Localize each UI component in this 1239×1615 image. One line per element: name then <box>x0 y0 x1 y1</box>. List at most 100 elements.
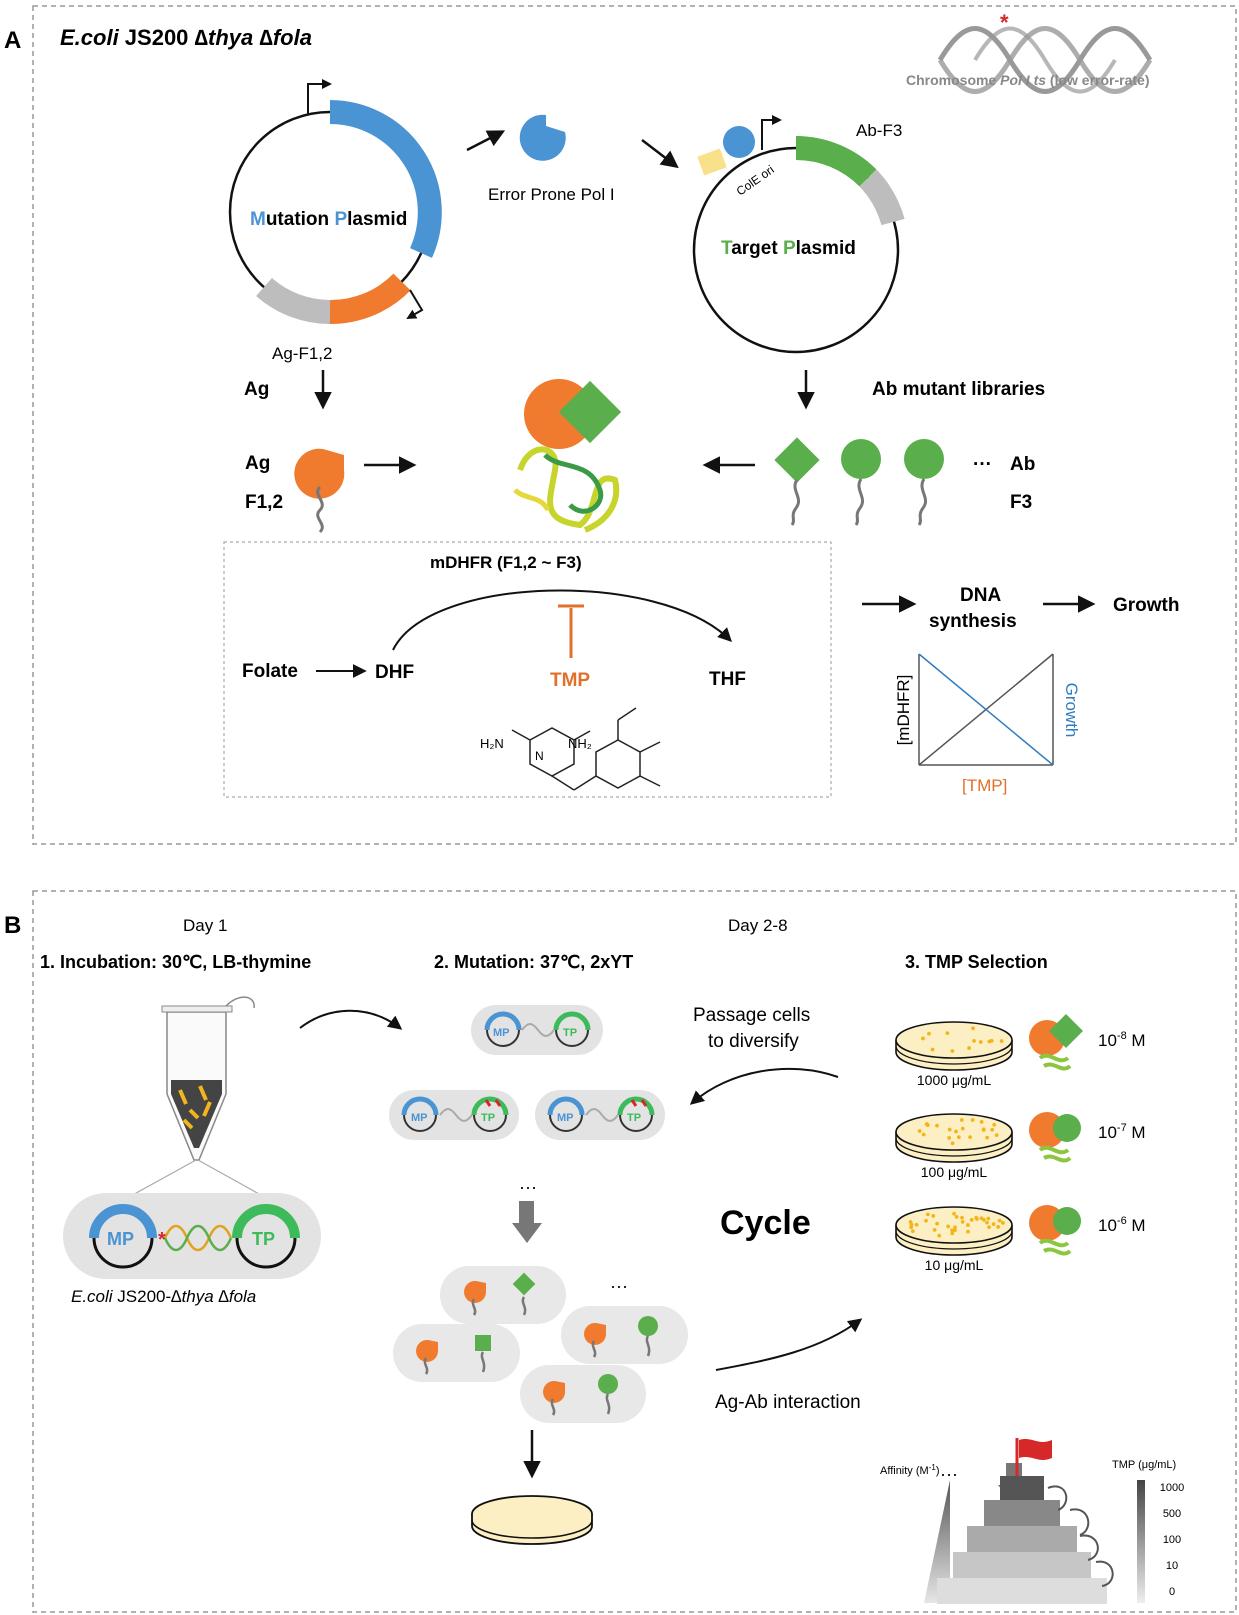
expression-cell-2 <box>393 1324 520 1382</box>
step3-label: 3. TMP Selection <box>905 952 1048 972</box>
selection-pyramid <box>937 1476 1114 1604</box>
tmp-scale-label: TMP (μg/mL) <box>1112 1459 1176 1471</box>
tmp-plate-2 <box>895 1113 1013 1163</box>
plate-complex-icon <box>1029 1205 1081 1256</box>
tmp-response-graph <box>918 653 1054 766</box>
mutation-ellipsis: ··· <box>519 1177 537 1197</box>
plate-complex-icon <box>1029 1112 1081 1163</box>
affinity-label: Affinity (M-1) <box>880 1463 940 1477</box>
tmp-scale-tick: 500 <box>1163 1508 1181 1520</box>
step2-label: 2. Mutation: 37℃, 2xYT <box>434 952 633 972</box>
expression-cell-4 <box>520 1365 646 1423</box>
ag-gene-label: Ag-F1,2 <box>272 344 332 363</box>
plate-concentration-label: 100 μg/mL <box>921 1164 988 1180</box>
ab-variant-round-icon-1 <box>841 439 881 526</box>
plate-complex-icon <box>1029 1014 1083 1071</box>
big-target-plasmid-icon <box>232 1204 300 1269</box>
arrow-to-target <box>641 139 679 169</box>
expression-ellipsis: ··· <box>610 1276 628 1296</box>
passage-label-1: Passage cells <box>693 1005 810 1026</box>
affinity-gradient-triangle <box>924 1480 950 1603</box>
conversion-curve-arrow <box>392 589 732 651</box>
cell-mid-left-mp: MP <box>411 1112 428 1124</box>
flag-icon <box>1019 1439 1052 1460</box>
cell-mid-right-mp: MP <box>557 1112 574 1124</box>
dna-synthesis-label-2: synthesis <box>929 611 1017 632</box>
arrow-to-polymerase <box>466 130 506 152</box>
cell-mid-right <box>535 1090 665 1140</box>
target-plasmid-label: Target Plasmid <box>721 238 856 259</box>
tmp-scale-tick: 10 <box>1166 1560 1178 1572</box>
growth-label: Growth <box>1113 595 1180 616</box>
ab-variant-diamond-icon <box>774 437 820 526</box>
tmp-label: TMP <box>550 670 590 691</box>
ab-fragment-label-top: Ab <box>1010 454 1035 475</box>
ag-fragment-label-bottom: F1,2 <box>245 492 283 513</box>
tmp-plate-1 <box>895 1021 1013 1071</box>
big-mp-label: MP <box>107 1229 134 1249</box>
ab-fragment-label-bottom: F3 <box>1010 492 1032 513</box>
thf-label: THF <box>709 669 746 690</box>
ring-n-label: N <box>535 749 544 763</box>
graph-y-right-label: Growth <box>1062 683 1081 738</box>
chromosome-mini-icon <box>163 1224 233 1252</box>
big-tp-label: TP <box>252 1229 275 1249</box>
mutation-plasmid <box>228 79 442 325</box>
interaction-arrow <box>715 1318 863 1371</box>
h2n-label: H₂N <box>480 736 504 751</box>
plate-kd-label: 10-6 M <box>1098 1215 1146 1235</box>
cell-mid-left-tp: TP <box>481 1112 495 1124</box>
cell-mid-right-tp: TP <box>627 1112 641 1124</box>
ag-fragment-icon <box>294 448 345 534</box>
target-plasmid <box>692 115 905 354</box>
big-mutation-plasmid-icon <box>89 1204 157 1269</box>
passage-label-2: to diversify <box>708 1031 799 1052</box>
ag-ab-interaction-label: Ag-Ab interaction <box>715 1392 861 1413</box>
day2-8-label: Day 2-8 <box>728 916 788 935</box>
strain-title: E.coli JS200 ∆thya ∆fola <box>60 25 312 50</box>
expression-cell-1 <box>440 1266 566 1324</box>
tmp-scale-tick: 0 <box>1169 1586 1175 1598</box>
panel-a-frame <box>32 5 1237 845</box>
plates-ellipsis: ··· <box>940 1464 958 1484</box>
eppendorf-tube-icon <box>161 996 255 1161</box>
ab-libraries-label: Ab mutant libraries <box>872 379 1045 400</box>
ab-gene-label: Ab-F3 <box>856 121 902 140</box>
cell-top-tp: TP <box>563 1027 577 1039</box>
panel-a-letter: A <box>4 27 21 54</box>
plate-concentration-label: 1000 μg/mL <box>917 1072 991 1088</box>
ab-ellipsis: ··· <box>973 454 992 475</box>
step1-label: 1. Incubation: 30℃, LB-thymine <box>40 952 311 972</box>
tmp-plate-3 <box>895 1206 1013 1256</box>
panel-b-letter: B <box>4 912 21 939</box>
final-plate-icon <box>471 1495 593 1545</box>
mdhfr-box <box>223 541 832 798</box>
down-arrow-gray-1 <box>512 1201 542 1243</box>
mutation-plasmid-label: Mutation Plasmid <box>250 209 407 230</box>
expression-cell-3 <box>561 1306 688 1364</box>
plate-kd-label: 10-8 M <box>1098 1030 1146 1050</box>
cycle-label: Cycle <box>720 1204 811 1242</box>
trimethoprim-structure-icon <box>511 707 661 791</box>
folate-label: Folate <box>242 661 298 682</box>
cell-mid-left <box>389 1090 519 1140</box>
mdhfr-title: mDHFR (F1,2 ~ F3) <box>430 553 582 572</box>
plate-kd-label: 10-7 M <box>1098 1122 1146 1142</box>
arrow-to-mutation <box>299 1009 403 1030</box>
ab-variant-round-icon-2 <box>904 439 944 526</box>
day1-label: Day 1 <box>183 916 227 935</box>
mutation-star-icon: * <box>1000 10 1009 35</box>
graph-y-left-label: [mDHFR] <box>894 675 913 746</box>
chromosome-helix-icon <box>937 26 1153 94</box>
nh2-label: NH₂ <box>568 736 592 751</box>
plate-concentration-label: 10 μg/mL <box>925 1257 984 1273</box>
chromosome-label: Chromosome Pol I ts (low error-rate) <box>906 72 1150 88</box>
tmp-scale-tick: 100 <box>1163 1534 1181 1546</box>
tmp-scale-tick: 1000 <box>1160 1482 1184 1494</box>
tmp-gradient-bar <box>1137 1480 1145 1603</box>
cell-top-mp: MP <box>493 1027 510 1039</box>
cell-top <box>471 1005 603 1055</box>
tmp-plates: 1000 μg/mL 10-8 M 100 μg/mL 10-7 M 10 μg/mL 1… <box>895 1014 1146 1273</box>
